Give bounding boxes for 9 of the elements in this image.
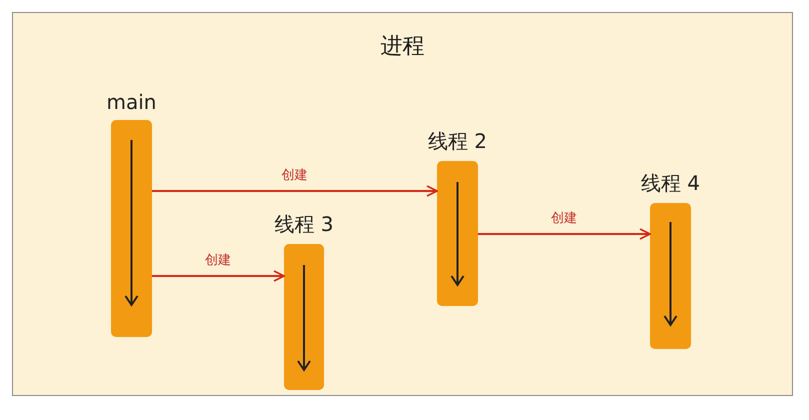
thread-label: 线程 3 — [274, 211, 334, 238]
thread-label: 线程 4 — [640, 170, 700, 197]
process-title: 进程 — [380, 33, 426, 61]
thread-label: 线程 2 — [428, 128, 488, 155]
arrow — [478, 228, 651, 240]
process-frame — [12, 12, 793, 396]
arrow — [152, 270, 285, 282]
thread-label: main — [106, 90, 156, 114]
arrow — [152, 185, 438, 197]
